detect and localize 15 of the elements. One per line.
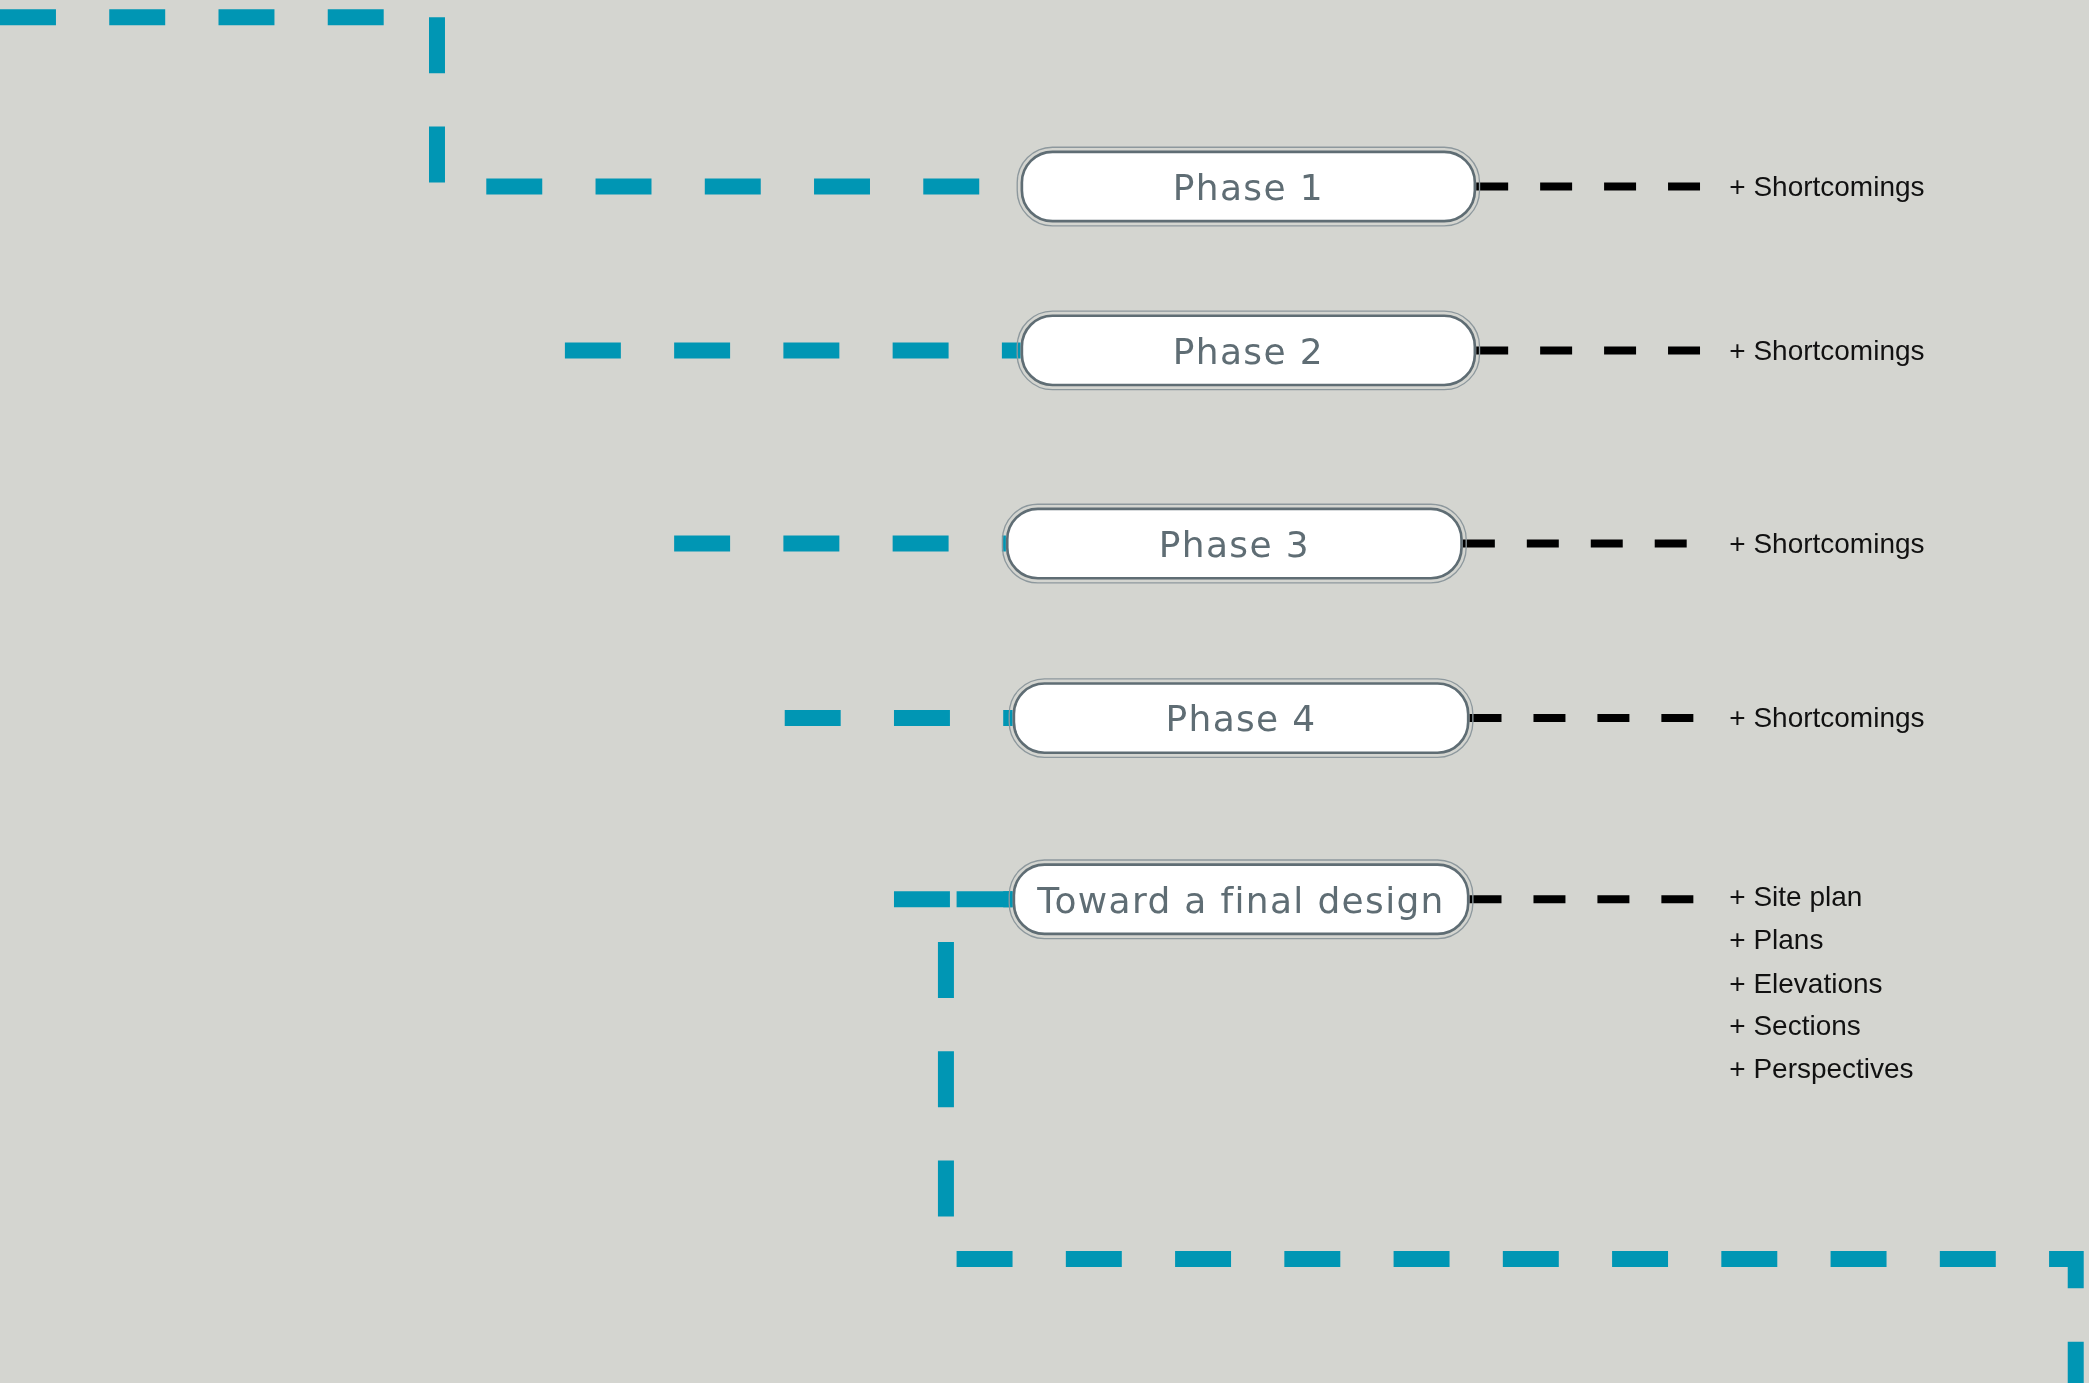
phase-box: Toward a final design: [1012, 863, 1470, 936]
phase-box: Phase 1: [1020, 150, 1477, 223]
note-text: + Shortcomings: [1729, 524, 1925, 563]
note-text: + Shortcomings: [1729, 167, 1925, 206]
list-item: + Elevations: [1729, 965, 1884, 1000]
list-item: + Perspectives: [1729, 1051, 1914, 1086]
note-text: + Shortcomings: [1729, 699, 1925, 737]
phase-box: Phase 4: [1012, 682, 1470, 755]
list-item: + Sections: [1729, 1008, 1862, 1043]
list-item: + Plans: [1729, 922, 1825, 957]
dashed-connector: [564, 342, 1021, 359]
phase-box: Phase 2: [1020, 314, 1477, 387]
list-item: + Site plan: [1729, 879, 1864, 914]
phase-box: Phase 3: [1005, 507, 1463, 580]
note-text: + Shortcomings: [1729, 331, 1925, 370]
